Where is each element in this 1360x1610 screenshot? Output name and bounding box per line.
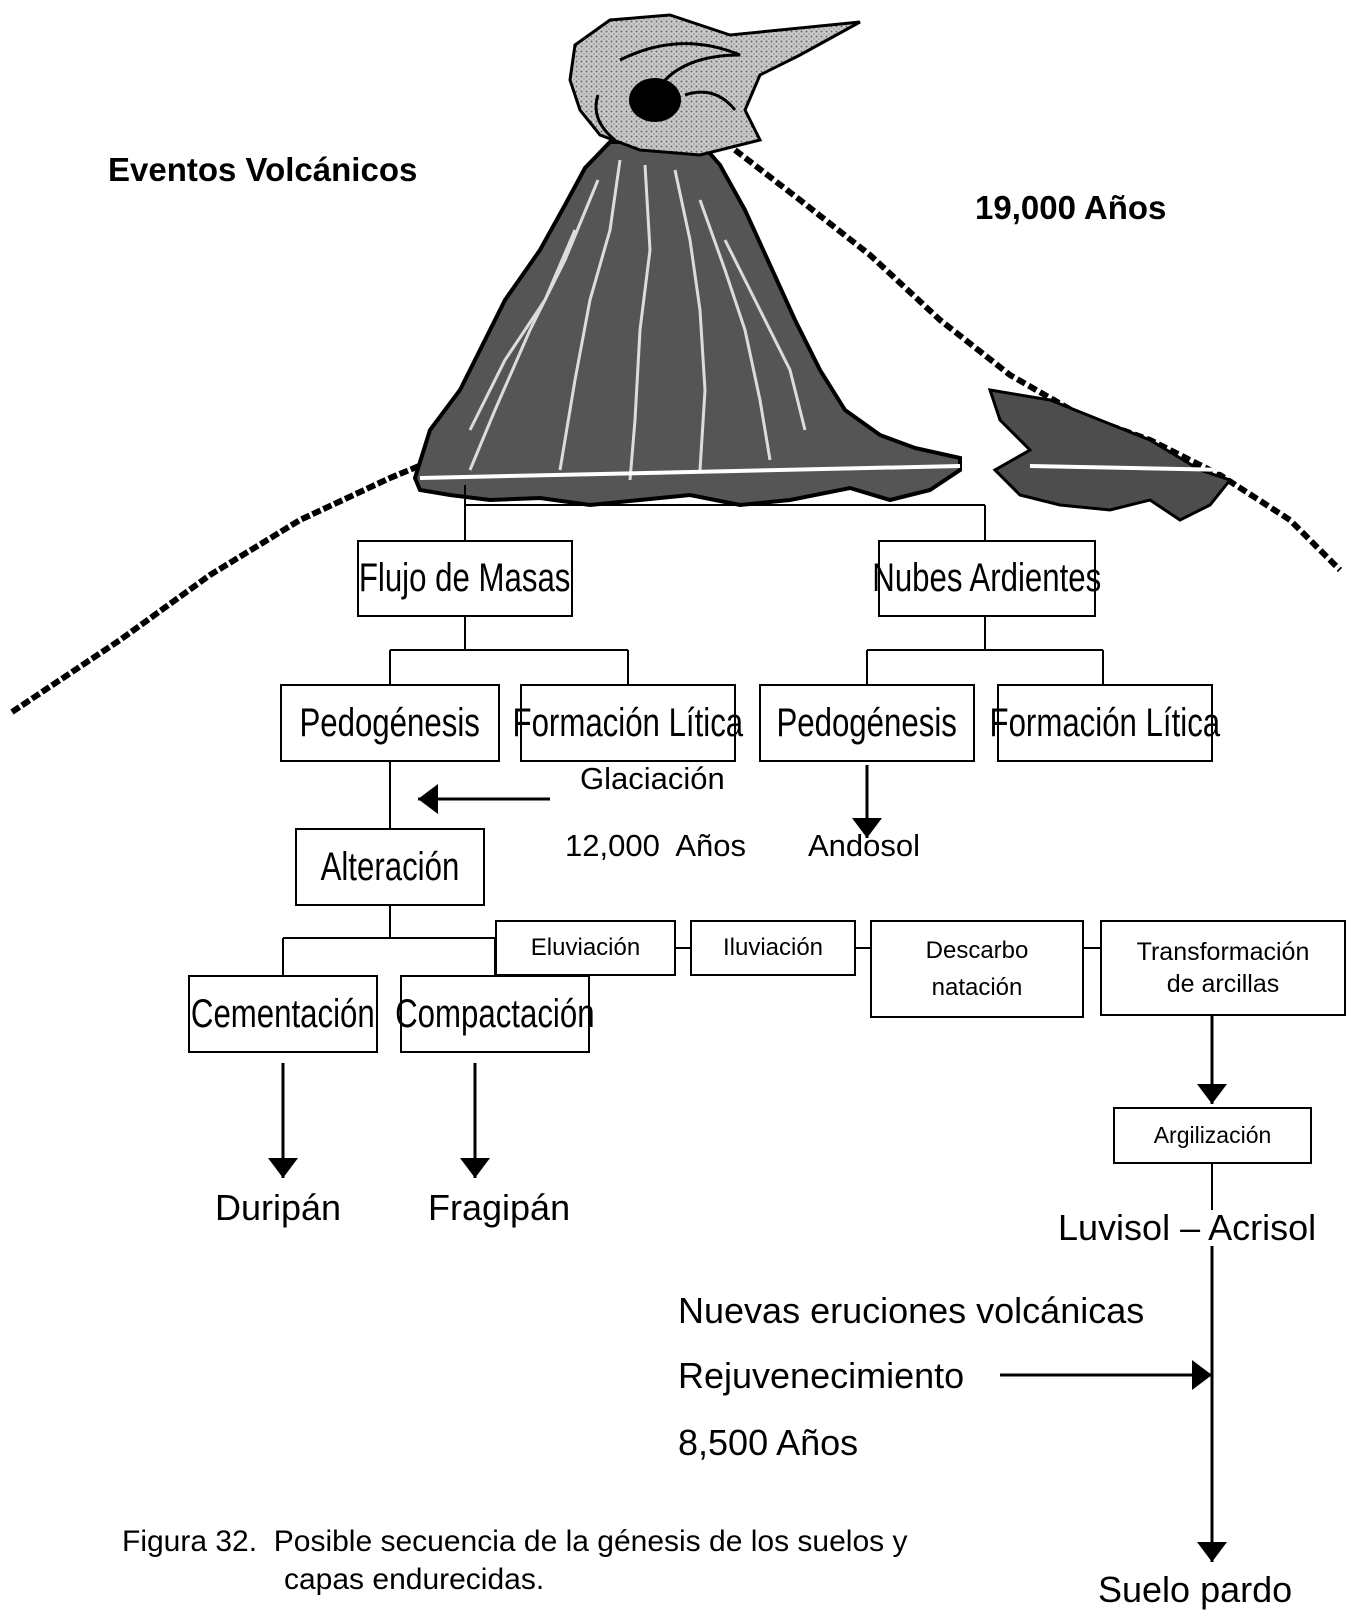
andosol-label: Andosol (808, 828, 921, 863)
box-iluviacion-label: Iluviación (722, 934, 824, 961)
age-19000-label: 19,000 Años (975, 189, 1167, 226)
glaciacion-label: Glaciación (580, 761, 725, 796)
box-flujo-de-masas: Flujo de Masas (357, 540, 573, 617)
box-flujo-label: Flujo de Masas (359, 556, 571, 600)
box-eluviacion-label: Eluviación (530, 934, 641, 961)
luvisol-acrisol-label: Luvisol – Acrisol (1058, 1207, 1317, 1248)
box-pedogenesis-left: Pedogénesis (280, 684, 500, 762)
box-formacion-litica-left-label: Formación Lítica (512, 700, 744, 745)
box-pedogenesis-left-label: Pedogénesis (299, 700, 481, 745)
box-nubes-label: Nubes Ardientes (872, 556, 1102, 600)
lava-flow-right (987, 388, 1233, 522)
box-cementacion: Cementación (188, 975, 378, 1053)
title-eventos-volcanicos: Eventos Volcánicos (108, 151, 418, 188)
volcano-cone (412, 140, 962, 508)
volcano-right-slope (733, 147, 1343, 573)
box-compactacion-label: Compactación (395, 991, 595, 1036)
box-alteracion: Alteración (295, 828, 485, 906)
box-compactacion: Compactación (395, 975, 595, 1053)
suelo-pardo-label: Suelo pardo (1098, 1569, 1293, 1610)
box-descarbonatacion: Descarbo natación (870, 920, 1084, 1018)
fragipan-label: Fragipán (428, 1187, 571, 1228)
rejuvenecimiento-label: Rejuvenecimiento (678, 1355, 965, 1396)
duripan-label: Duripán (215, 1187, 342, 1228)
box-descarbo-line1: Descarbo (925, 936, 1029, 964)
box-cementacion-label: Cementación (191, 991, 375, 1036)
nuevas-erupciones-label: Nuevas eruciones volcánicas (678, 1290, 1145, 1331)
box-transf-line2: de arcillas (1166, 970, 1280, 998)
volcano-left-slope (10, 442, 472, 715)
lava-streaks (468, 159, 807, 481)
box-transf-line1: Transformación (1136, 937, 1310, 966)
box-descarbo-line2: natación (931, 974, 1023, 1001)
age-12000-label: 12,000 Años (565, 828, 746, 863)
box-alteracion-label: Alteración (320, 844, 460, 889)
box-formacion-litica-left: Formación Lítica (513, 684, 743, 762)
figure-caption-line1: Figura 32. Posible secuencia de la génes… (122, 1525, 908, 1558)
box-argilizacion: Argilización (1113, 1107, 1312, 1164)
eruption-cloud (568, 13, 861, 157)
box-formacion-litica-right: Formación Lítica (990, 684, 1220, 762)
box-pedogenesis-right-label: Pedogénesis (776, 700, 958, 745)
box-iluviacion: Iluviación (690, 920, 856, 976)
box-formacion-litica-right-label: Formación Lítica (989, 700, 1221, 745)
box-pedogenesis-right: Pedogénesis (759, 684, 975, 762)
box-argilizacion-label: Argilización (1153, 1122, 1272, 1148)
box-nubes-ardientes: Nubes Ardientes (873, 540, 1101, 617)
age-8500-label: 8,500 Años (678, 1422, 859, 1463)
arrows (268, 765, 1227, 1562)
figure-caption-line2: capas endurecidas. (284, 1563, 545, 1596)
box-eluviacion: Eluviación (495, 920, 676, 976)
box-transformacion-arcillas: Transformación de arcillas (1100, 920, 1346, 1016)
